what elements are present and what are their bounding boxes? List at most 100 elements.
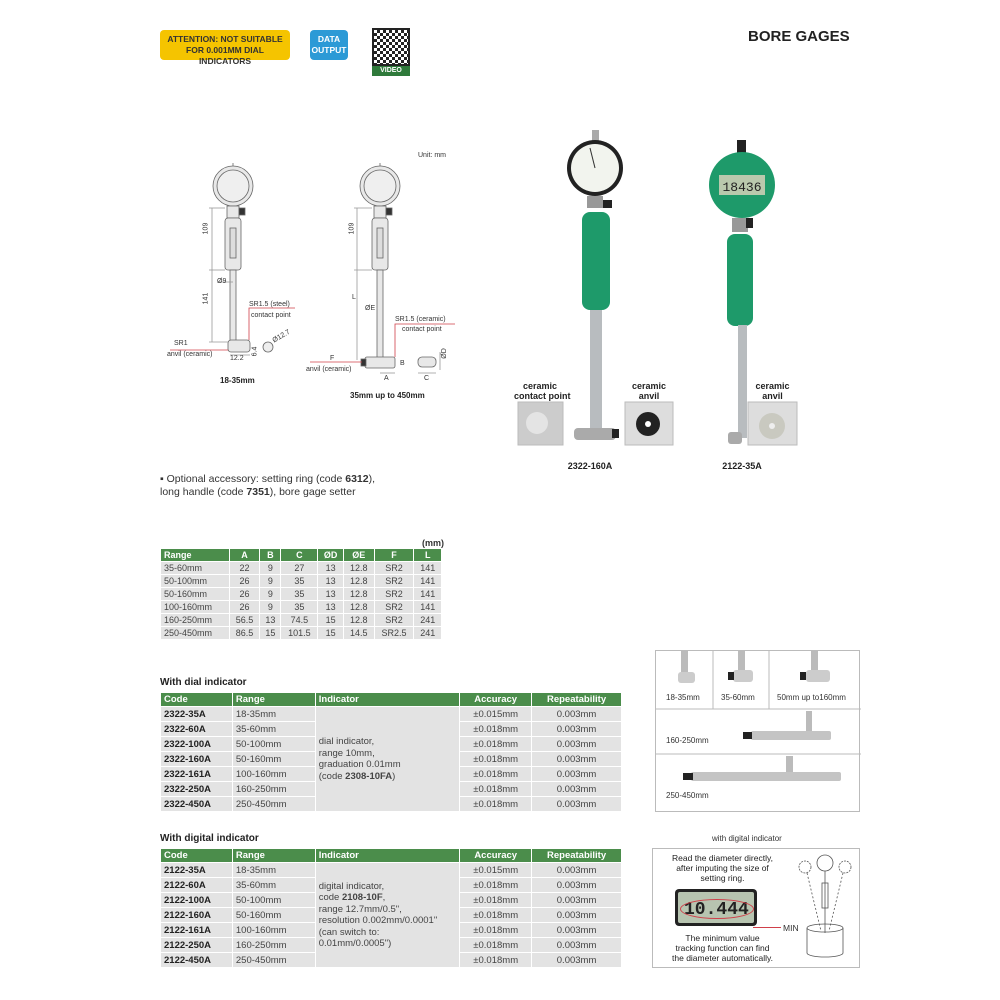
product-code: 2122-450A (160, 952, 233, 968)
digital-section-title: With digital indicator (160, 833, 259, 844)
table-cell: 26 (228, 574, 261, 588)
repeatability-cell: 0.003mm (531, 751, 622, 767)
range-cell: 50-160mm (231, 751, 316, 767)
column-header: ØD (317, 548, 344, 562)
column-header: Range (160, 548, 230, 562)
table-cell: 9 (259, 587, 282, 601)
attention-badge: ATTENTION: NOT SUITABLE FOR 0.001MM DIAL… (160, 30, 290, 66)
text-segment: range 10mm, (318, 747, 375, 759)
left-drawing-caption: 18-35mm (220, 376, 255, 385)
video-qr-code[interactable]: VIDEO (372, 28, 410, 76)
table-cell: 26 (228, 587, 261, 601)
accuracy-cell: ±0.018mm (459, 796, 533, 812)
range-cell: 250-450mm (231, 952, 316, 968)
product-code: 2322-60A (160, 721, 233, 737)
table-cell: SR2 (373, 561, 415, 575)
measuring-heads-panel: 18-35mm 35-60mm 50mm up to160mm 160-250m… (655, 650, 861, 812)
accessory-note-text: Optional accessory: setting ring (code 6… (160, 473, 375, 498)
text-segment: (can switch to: (318, 926, 380, 938)
qr-video-label: VIDEO (372, 66, 410, 76)
product-code: 2122-100A (160, 892, 233, 908)
repeatability-cell: 0.003mm (531, 892, 622, 908)
table-cell: 12.8 (342, 574, 375, 588)
table-cell: 241 (413, 613, 442, 627)
table-cell: SR2.5 (373, 626, 415, 640)
accuracy-cell: ±0.018mm (459, 736, 533, 752)
data-output-line-1: DATA (317, 34, 341, 44)
right-dia-e: ØE (365, 305, 376, 312)
text-segment: (code (318, 770, 346, 782)
product-code: 2322-161A (160, 766, 233, 782)
repeatability-cell: 0.003mm (531, 706, 622, 722)
table-cell: 12.8 (342, 561, 375, 575)
table-cell: 9 (259, 561, 282, 575)
column-header: Code (160, 692, 233, 707)
table-cell: 13 (317, 600, 344, 614)
repeatability-cell: 0.003mm (531, 952, 622, 968)
table-cell: 35 (280, 574, 319, 588)
column-header: B (259, 548, 282, 562)
accuracy-cell: ±0.015mm (459, 706, 533, 722)
text-segment: digital indicator, (318, 880, 385, 892)
text-segment: ), (368, 473, 376, 485)
digital-bore-gage-photo: 18436 (709, 140, 798, 446)
technical-drawings (170, 163, 455, 374)
table-cell: 50-160mm (160, 587, 230, 601)
text-segment: Optional accessory: setting ring (code (166, 473, 346, 485)
code-number: 2308-10FA (345, 770, 393, 782)
attention-line-2: FOR 0.001MM DIAL INDICATORS (186, 45, 264, 66)
right-contact-1: SR1.5 (ceramic) (395, 316, 446, 323)
text-segment: ), bore gage setter (269, 486, 356, 498)
accuracy-cell: ±0.018mm (459, 922, 533, 938)
code-number: 2108-10F (341, 892, 383, 903)
table-cell: 86.5 (228, 626, 261, 640)
qr-code-icon (372, 28, 410, 66)
gage-in-ring-sketch (798, 854, 852, 958)
accuracy-cell: ±0.018mm (459, 907, 533, 923)
head-label-35-60: 35-60mm (721, 693, 755, 702)
head-label-250-450: 250-450mm (666, 791, 709, 800)
bullet: ▪ (160, 473, 167, 485)
right-dim-l: L (352, 294, 356, 301)
column-header: L (413, 548, 442, 562)
accuracy-cell: ±0.018mm (459, 781, 533, 797)
table-cell: 160-250mm (160, 613, 230, 627)
accuracy-cell: ±0.018mm (459, 721, 533, 737)
table-cell: 141 (413, 574, 442, 588)
table-cell: 14.5 (342, 626, 375, 640)
digital-feature-panel: Read the diameter directly,after imputin… (652, 848, 860, 968)
table-cell: SR2 (373, 587, 415, 601)
range-cell: 50-160mm (231, 907, 316, 923)
table-cell: 15 (317, 626, 344, 640)
table-cell: 100-160mm (160, 600, 230, 614)
product-photos: 18436 (517, 130, 798, 446)
head-label-18-35: 18-35mm (666, 693, 700, 702)
column-header: Repeatability (531, 692, 622, 707)
product-code: 2122-160A (160, 907, 233, 923)
product-code: 2122-60A (160, 877, 233, 893)
text-segment: code (318, 892, 342, 903)
dimension-unit: (mm) (422, 538, 444, 548)
table-cell: 35 (280, 600, 319, 614)
accessory-note: ▪ Optional accessory: setting ring (code… (160, 473, 460, 499)
text-segment: dial indicator, (318, 736, 375, 747)
repeatability-cell: 0.003mm (531, 907, 622, 923)
table-cell: 9 (259, 574, 282, 588)
range-cell: 50-100mm (231, 736, 316, 752)
dial-section-title: With dial indicator (160, 677, 247, 688)
repeatability-cell: 0.003mm (531, 766, 622, 782)
product-code: 2322-450A (160, 796, 233, 812)
dial-bore-gage-photo (517, 130, 674, 446)
product-code: 2322-35A (160, 706, 233, 722)
table-cell: 13 (317, 574, 344, 588)
column-header: Range (231, 848, 316, 863)
table-cell: 9 (259, 600, 282, 614)
table-cell: 250-450mm (160, 626, 230, 640)
table-cell: 13 (259, 613, 282, 627)
